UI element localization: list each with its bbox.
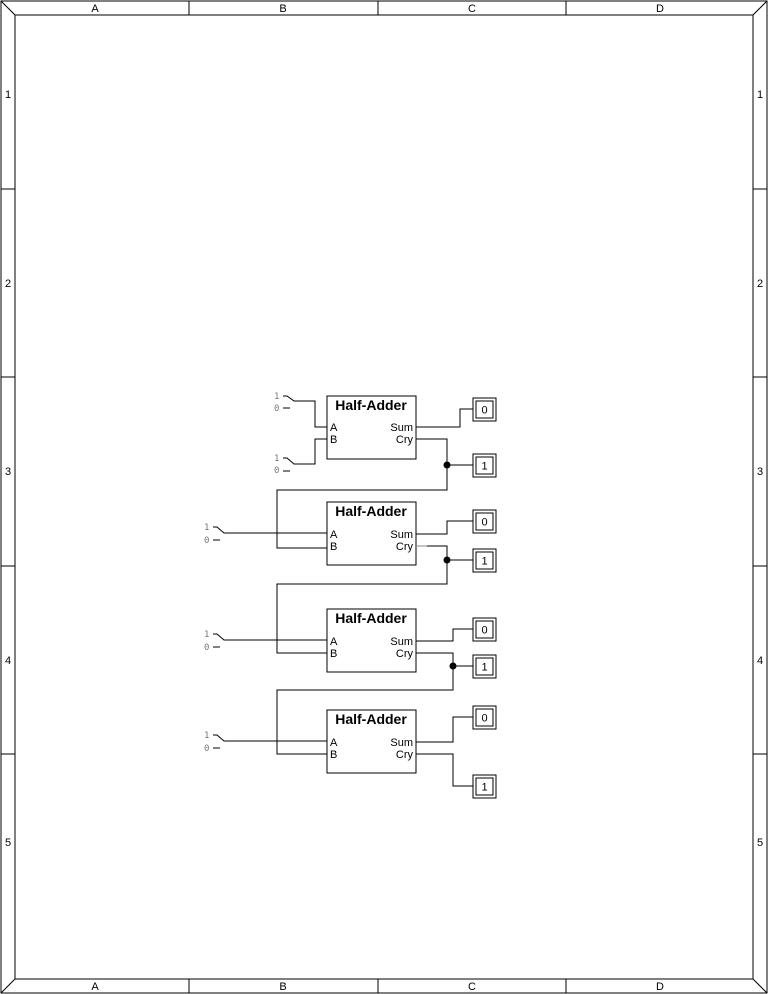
half-adder-3[interactable]: Half-Adder A B Sum Cry [326,608,417,673]
pin-sum-label: Sum [390,737,413,749]
svg-text:1: 1 [274,392,279,402]
svg-text:0: 0 [204,536,209,546]
column-label-d: D [656,3,664,15]
output-probe-sum-1[interactable]: 0 [472,397,497,422]
half-adder-1[interactable]: Half-Adder A B Sum Cry [326,395,417,460]
toggle-switch-b0[interactable]: 1 0 [274,454,302,476]
row-label-3: 3 [757,466,763,478]
svg-text:0: 0 [274,404,279,414]
pin-b-label: B [330,434,337,446]
row-label-4: 4 [757,655,763,667]
row-label-2: 2 [5,278,11,290]
row-label-3: 3 [5,466,11,478]
column-label-c: C [468,981,476,993]
pin-b-label: B [330,749,337,761]
wire-junctions [443,461,457,670]
half-adder-title: Half-Adder [335,711,407,727]
svg-text:0: 0 [481,405,487,417]
pin-a-label: A [330,529,338,541]
pin-sum-label: Sum [390,422,413,434]
column-labels-top: A B C D [91,3,664,15]
output-probe-cry-1[interactable]: 1 [472,453,497,478]
junction-dot [443,556,451,564]
half-adder-title: Half-Adder [335,610,407,626]
output-probe-cry-4[interactable]: 1 [472,774,497,799]
row-labels-left: 1 2 3 4 5 [5,89,11,849]
column-label-b: B [279,3,286,15]
svg-text:1: 1 [204,523,209,533]
output-probe-sum-4[interactable]: 0 [472,705,497,730]
column-labels-bottom: A B C D [91,981,664,993]
half-adder-title: Half-Adder [335,503,407,519]
output-probe-cry-2[interactable]: 1 [472,548,497,573]
output-probe-sum-3[interactable]: 0 [472,617,497,642]
half-adder-4[interactable]: Half-Adder A B Sum Cry [326,709,417,774]
svg-text:0: 0 [481,517,487,529]
svg-text:0: 0 [481,625,487,637]
svg-text:0: 0 [204,643,209,653]
half-adder-title: Half-Adder [335,397,407,413]
pin-sum-label: Sum [390,636,413,648]
svg-text:1: 1 [481,556,487,568]
pin-cry-label: Cry [396,434,414,446]
toggle-switch-a0[interactable]: 1 0 [274,392,302,414]
output-probe-cry-3[interactable]: 1 [472,654,497,679]
pin-b-label: B [330,541,337,553]
svg-text:0: 0 [274,466,279,476]
svg-text:1: 1 [274,454,279,464]
junction-dot [449,662,457,670]
row-label-4: 4 [5,655,11,667]
row-label-5: 5 [757,837,763,849]
wires [232,400,473,787]
svg-text:0: 0 [481,713,487,725]
row-label-1: 1 [5,89,11,101]
toggle-switch-a1[interactable]: 1 0 [204,523,232,546]
pin-a-label: A [330,422,338,434]
svg-text:1: 1 [204,731,209,741]
row-label-1: 1 [757,89,763,101]
column-label-a: A [91,981,99,993]
toggle-switch-a2[interactable]: 1 0 [204,630,232,653]
pin-cry-label: Cry [396,648,414,660]
output-probe-sum-2[interactable]: 0 [472,509,497,534]
pin-cry-label: Cry [396,749,414,761]
svg-text:1: 1 [481,461,487,473]
svg-text:0: 0 [204,744,209,754]
svg-text:1: 1 [481,662,487,674]
row-label-2: 2 [757,278,763,290]
column-label-a: A [91,3,99,15]
toggle-switch-a3[interactable]: 1 0 [204,731,232,754]
svg-text:1: 1 [204,630,209,640]
column-label-d: D [656,981,664,993]
pin-cry-label: Cry [396,541,414,553]
row-label-5: 5 [5,837,11,849]
row-labels-right: 1 2 3 4 5 [757,89,763,849]
column-label-c: C [468,3,476,15]
pin-sum-label: Sum [390,529,413,541]
junction-dot [443,461,451,469]
pin-b-label: B [330,648,337,660]
half-adder-2[interactable]: Half-Adder A B Sum Cry [326,501,417,566]
pin-a-label: A [330,737,338,749]
column-label-b: B [279,981,286,993]
pin-a-label: A [330,636,338,648]
svg-text:1: 1 [481,782,487,794]
